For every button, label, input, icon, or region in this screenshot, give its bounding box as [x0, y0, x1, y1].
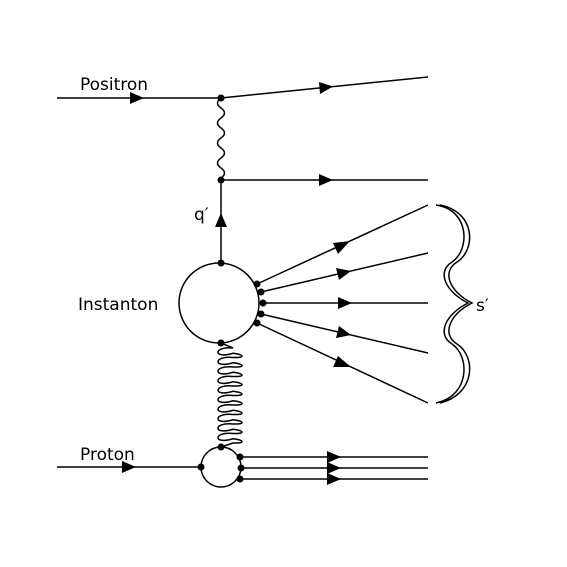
instanton-blob — [178, 262, 260, 344]
s-prime-label: s′ — [476, 296, 489, 316]
photon-line — [216, 97, 226, 179]
instanton-arrow-1 — [333, 241, 350, 254]
proton-label: Proton — [80, 445, 135, 465]
vertex-remnant-2 — [237, 464, 245, 472]
outgoing-positron-arrow — [319, 82, 333, 94]
instanton-label: Instanton — [78, 295, 158, 315]
s-prime-brace — [435, 204, 470, 404]
vertex-positron-photon — [217, 94, 225, 102]
outgoing-quark-arrow — [319, 174, 333, 186]
remnant-arrow-3 — [327, 473, 341, 485]
positron-label: Positron — [80, 75, 148, 95]
gluon-line — [217, 342, 243, 448]
vertex-instanton-bottom — [217, 339, 225, 347]
instanton-arrow-4 — [336, 326, 351, 338]
instanton-arrow-5 — [333, 356, 351, 367]
vertex-remnant-1 — [236, 453, 244, 461]
proton-blob — [200, 446, 242, 488]
q-prime-label: q′ — [194, 205, 209, 225]
instanton-arrow-2 — [336, 268, 351, 280]
remnant-arrow-2 — [327, 462, 341, 474]
vertex-instanton-out-4 — [257, 310, 265, 318]
vertex-instanton-out-5 — [253, 319, 261, 327]
vertex-instanton-out-1 — [253, 280, 261, 288]
virtual-quark-arrow — [215, 213, 227, 227]
incoming-proton-arrow — [122, 461, 136, 473]
vertex-instanton-top — [217, 259, 225, 267]
vertex-instanton-out-3 — [259, 299, 267, 307]
vertex-proton-top — [217, 443, 225, 451]
vertex-instanton-out-2 — [257, 288, 265, 296]
vertex-photon-quark — [217, 176, 225, 184]
instanton-arrow-3 — [338, 297, 352, 309]
vertex-proton-in — [197, 463, 205, 471]
vertex-remnant-3 — [236, 475, 244, 483]
s-prime-brace-inner — [439, 204, 474, 404]
remnant-arrow-1 — [327, 451, 341, 463]
incoming-positron-arrow — [130, 92, 144, 104]
